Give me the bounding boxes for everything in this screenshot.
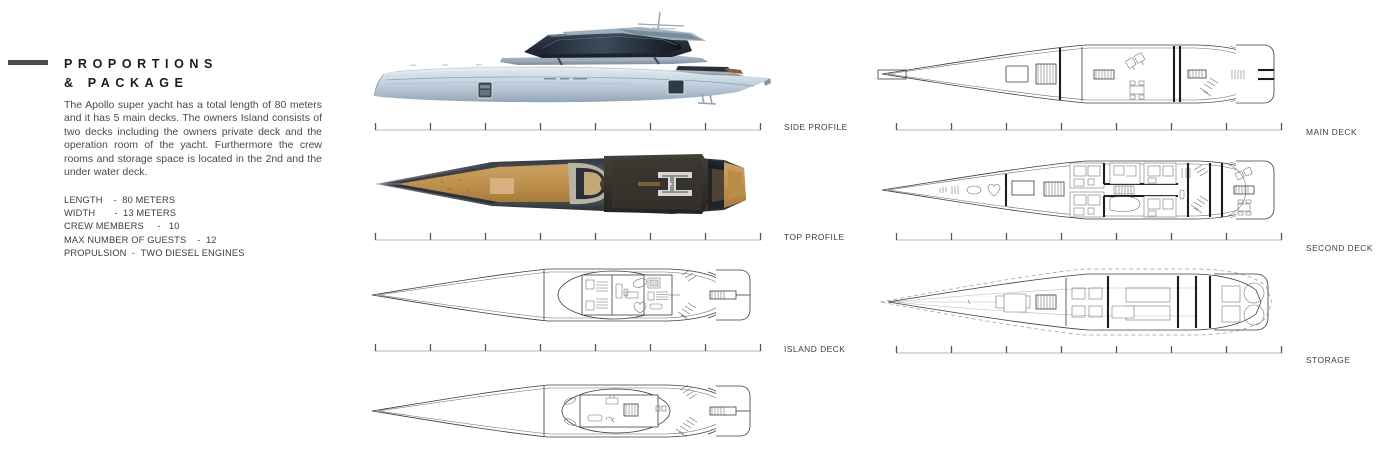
specification-list: LENGTH - 80 METERS WIDTH - 13 METERS CRE… [64,194,344,260]
panel-top-profile: TOP PROFILE [372,142,844,242]
panel-label-side-profile: SIDE PROFILE [784,122,848,132]
second-deck-drawing [881,160,1275,220]
under-deck-drawing [371,384,751,438]
ruler-main-deck [895,123,1283,131]
ruler-storage-deck [895,346,1283,354]
panel-under-deck [368,372,768,450]
main-deck-drawing [877,44,1275,104]
spec-row-propulsion: PROPULSION - TWO DIESEL ENGINES [64,247,245,258]
storage-deck-drawing [879,268,1273,336]
panel-label-storage-deck: STORAGE [1306,355,1351,365]
top-profile-drawing [376,154,746,214]
side-profile-drawing [373,11,771,105]
panel-side-profile: SIDE PROFILE [372,8,847,132]
ruler-side-profile [374,123,762,131]
spec-row-length: LENGTH - 80 METERS [64,195,176,205]
title-rule-icon [8,60,48,65]
panel-island-deck: ISLAND DECK [368,256,845,354]
spec-row-guests: MAX NUMBER OF GUESTS - 12 [64,234,217,245]
ruler-second-deck [895,233,1283,241]
panel-main-deck: MAIN DECK [877,30,1357,137]
panel-label-island-deck: ISLAND DECK [784,344,846,354]
description-paragraph: The Apollo super yacht has a total lengt… [64,99,322,179]
panel-label-main-deck: MAIN DECK [1306,127,1358,137]
ruler-island-deck [374,344,762,352]
panel-label-top-profile: TOP PROFILE [784,232,845,242]
page-title: PROPORTIONS & PACKAGE [64,57,218,90]
panel-storage-deck: STORAGE [878,258,1350,365]
text-column: PROPORTIONS & PACKAGE The Apollo super y… [0,0,350,467]
island-deck-drawing [371,268,751,322]
spec-row-width: WIDTH - 13 METERS [64,208,177,219]
panel-label-second-deck: SECOND DECK [1306,243,1373,253]
panel-second-deck: SECOND DECK [878,146,1372,253]
ruler-top-profile [374,233,762,241]
spec-row-crew: CREW MEMBERS - 10 [64,221,180,232]
